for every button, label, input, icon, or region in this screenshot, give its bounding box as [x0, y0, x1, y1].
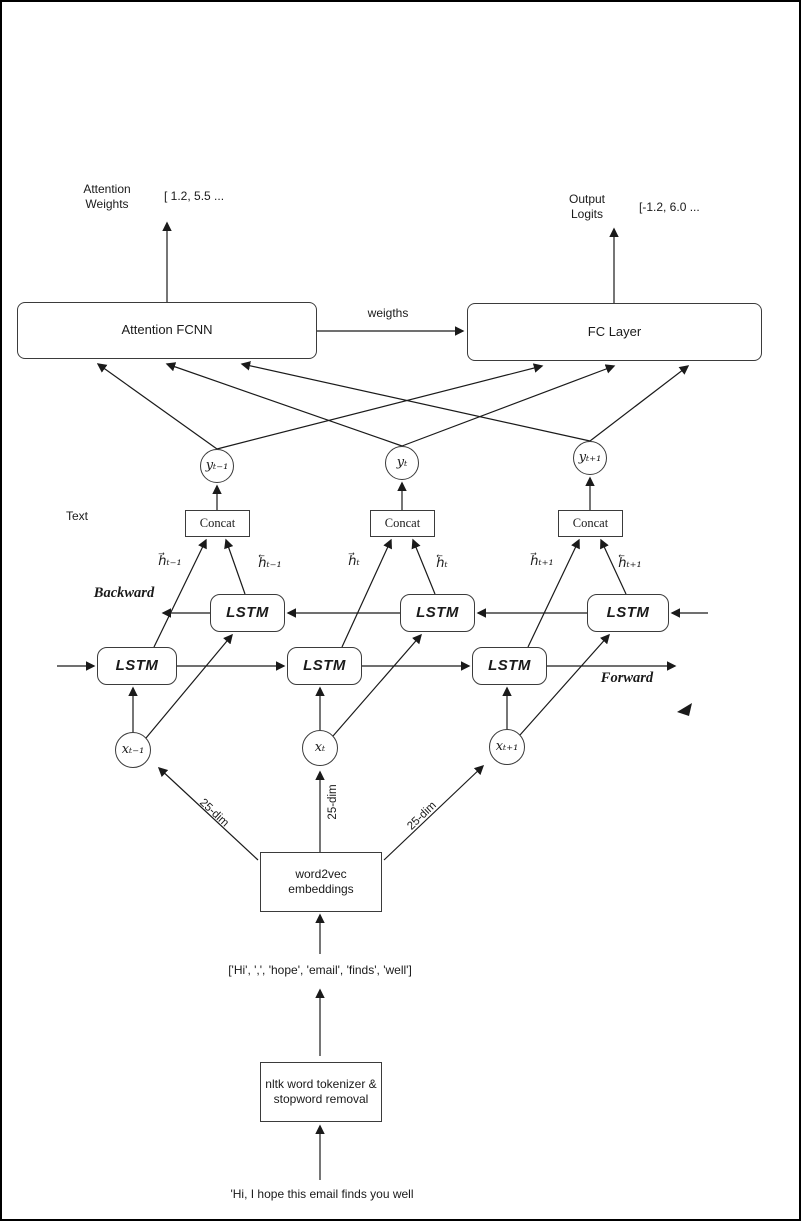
x-node-next: xₜ₊₁ — [489, 729, 525, 765]
attention-weights-values: [ 1.2, 5.5 ... — [164, 189, 225, 203]
lstm-forward-prev: LSTM — [97, 647, 177, 685]
tokenizer-box: nltk word tokenizer & stopword removal — [260, 1062, 382, 1122]
x-node-t: xₜ — [302, 730, 338, 766]
lstm-backward-prev: LSTM — [210, 594, 285, 632]
word2vec-box: word2vec embeddings — [260, 852, 382, 912]
output-logits-values: [-1.2, 6.0 ... — [639, 200, 700, 214]
h-forward-prev-label: h⃗ₜ₋₁ — [158, 554, 182, 569]
h-backward-next-label: h⃖ₜ₊₁ — [618, 556, 642, 571]
weights-edge-label: weigths — [367, 306, 409, 320]
output-logits-label: Output Logits — [568, 192, 606, 221]
y-node-t: yₜ — [385, 446, 419, 480]
h-backward-prev-label: h⃖ₜ₋₁ — [258, 556, 282, 571]
lstm-backward-t: LSTM — [400, 594, 475, 632]
h-backward-t-label: h⃖ₜ — [436, 556, 448, 571]
concat-box-t: Concat — [370, 510, 435, 537]
fc-layer-box: FC Layer — [467, 303, 762, 361]
h-forward-t-label: h⃗ₜ — [348, 554, 360, 569]
forward-direction-label: Forward — [600, 670, 654, 686]
concat-box-next: Concat — [558, 510, 623, 537]
lstm-forward-next: LSTM — [472, 647, 547, 685]
attention-fcnn-box: Attention FCNN — [17, 302, 317, 359]
h-forward-next-label: h⃗ₜ₊₁ — [530, 554, 554, 569]
lstm-forward-t: LSTM — [287, 647, 362, 685]
x-node-prev: xₜ₋₁ — [115, 732, 151, 768]
attention-weights-label: Attention Weights — [83, 182, 131, 211]
raw-input-text: 'Hi, I hope this email finds you well — [230, 1187, 414, 1201]
text-label: Text — [66, 509, 89, 523]
y-node-prev: yₜ₋₁ — [200, 449, 234, 483]
token-list-text: ['Hi', ',', 'hope', 'email', 'finds', 'w… — [228, 963, 412, 977]
arrow-lines — [57, 221, 708, 1180]
stray-arrowhead-icon — [677, 703, 692, 716]
y-node-next: yₜ₊₁ — [573, 441, 607, 475]
concat-box-prev: Concat — [185, 510, 250, 537]
lstm-backward-next: LSTM — [587, 594, 669, 632]
dim-label-middle: 25-dim — [327, 784, 339, 820]
backward-direction-label: Backward — [93, 585, 155, 601]
